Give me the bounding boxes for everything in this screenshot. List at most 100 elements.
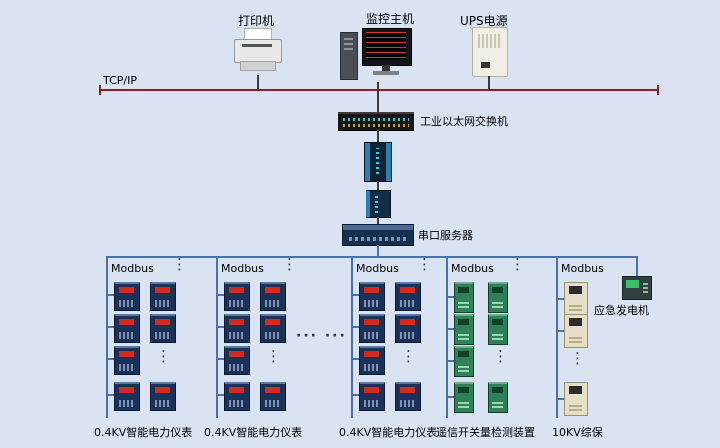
power-meter-icon	[150, 382, 176, 411]
groups-ellipsis: ··· ···	[296, 328, 347, 344]
device-stub	[558, 398, 564, 400]
tcpip-label: TCP/IP	[103, 74, 137, 87]
group-bottom-label: 10KV综保	[552, 426, 603, 439]
continuation-dots-icon: ⋮	[493, 347, 508, 365]
io-module-icon	[454, 346, 474, 377]
device-stub	[218, 358, 224, 360]
device-stub	[353, 394, 359, 396]
printer-label: 打印机	[238, 14, 275, 28]
io-module-icon	[488, 282, 508, 313]
media-converter-icon	[364, 142, 392, 182]
io-module-icon	[454, 314, 474, 345]
modbus-group-3: Modbus ⋮ ⋮ 0.4KV智能电力仪表	[339, 255, 451, 446]
connector-line	[257, 75, 259, 90]
power-meter-icon	[150, 314, 176, 343]
group-bottom-label: 0.4KV智能电力仪表	[339, 426, 438, 439]
modbus-group-2: Modbus ⋮ ⋮ 0.4KV智能电力仪表	[204, 255, 316, 446]
device-stub	[558, 298, 564, 300]
power-meter-icon	[114, 314, 140, 343]
device-stub	[108, 358, 114, 360]
modbus-group-4: Modbus ⋮ ⋮ 遥信开关量检测装置	[436, 255, 551, 446]
generator-label: 应急发电机	[594, 304, 649, 317]
device-stub	[448, 360, 454, 362]
modbus-bus-line	[351, 256, 353, 418]
device-stub	[353, 326, 359, 328]
power-meter-icon	[395, 314, 421, 343]
modbus-bus-label: Modbus	[451, 262, 494, 275]
device-stub	[353, 358, 359, 360]
io-module-icon	[454, 282, 474, 313]
continuation-dots-icon: ⋮	[156, 347, 171, 365]
modbus-bus-label: Modbus	[561, 262, 604, 275]
connector-line	[488, 76, 490, 90]
monitoring-host-icon	[338, 26, 416, 84]
device-stub	[218, 294, 224, 296]
io-module-icon	[488, 314, 508, 345]
continuation-dots-icon: ⋮	[510, 255, 525, 273]
device-stub	[448, 296, 454, 298]
device-stub	[108, 326, 114, 328]
continuation-dots-icon: ⋮	[417, 255, 432, 273]
device-stub	[218, 394, 224, 396]
modbus-group-1: Modbus ⋮ ⋮ 0.4KV智能电力仪表	[94, 255, 206, 446]
connector-line	[377, 82, 379, 90]
field-bus-line	[106, 256, 638, 258]
group-bottom-label: 0.4KV智能电力仪表	[94, 426, 193, 439]
power-meter-icon	[359, 282, 385, 311]
device-stub	[218, 326, 224, 328]
power-meter-icon	[359, 314, 385, 343]
connector-line	[377, 217, 379, 224]
modbus-bus-line	[446, 256, 448, 418]
tcpip-line-end	[99, 85, 101, 95]
ethernet-switch-icon	[338, 112, 414, 131]
power-meter-icon	[359, 346, 385, 375]
connector-line	[636, 258, 638, 276]
power-meter-icon	[114, 282, 140, 311]
continuation-dots-icon: ⋮	[172, 255, 187, 273]
printer-icon	[232, 28, 284, 74]
continuation-dots-icon: ⋮	[266, 347, 281, 365]
device-stub	[448, 396, 454, 398]
serial-server-label: 串口服务器	[418, 229, 473, 242]
emergency-generator-icon	[622, 276, 652, 300]
serial-server-icon	[342, 224, 414, 246]
switch-label: 工业以太网交换机	[420, 115, 508, 128]
connector-line	[377, 129, 379, 142]
pc-stand-neck	[382, 65, 390, 71]
host-label: 监控主机	[366, 12, 415, 26]
power-meter-icon	[224, 314, 250, 343]
protection-relay-icon	[564, 282, 588, 316]
io-module-icon	[454, 382, 474, 413]
printer-slot	[242, 44, 272, 47]
ups-icon	[472, 27, 508, 77]
device-stub	[448, 328, 454, 330]
continuation-dots-icon: ⋮	[570, 349, 585, 367]
tcpip-line	[100, 89, 658, 91]
continuation-dots-icon: ⋮	[401, 347, 416, 365]
connector-line	[377, 245, 379, 257]
power-meter-icon	[395, 382, 421, 411]
device-stub	[108, 394, 114, 396]
power-meter-icon	[150, 282, 176, 311]
converter-module-icon	[366, 190, 391, 218]
io-module-icon	[488, 382, 508, 413]
power-meter-icon	[224, 282, 250, 311]
device-stub	[353, 294, 359, 296]
protection-relay-icon	[564, 382, 588, 416]
power-meter-icon	[260, 382, 286, 411]
continuation-dots-icon: ⋮	[282, 255, 297, 273]
modbus-bus-line	[216, 256, 218, 418]
power-meter-icon	[224, 346, 250, 375]
protection-relay-icon	[564, 314, 588, 348]
modbus-bus-label: Modbus	[221, 262, 264, 275]
modbus-bus-label: Modbus	[111, 262, 154, 275]
ups-label: UPS电源	[460, 14, 508, 28]
power-meter-icon	[395, 282, 421, 311]
connector-line	[377, 181, 379, 190]
modbus-bus-line	[556, 256, 558, 418]
device-stub	[558, 330, 564, 332]
power-meter-icon	[114, 382, 140, 411]
pc-stand-base	[373, 71, 399, 75]
printer-body	[234, 39, 282, 63]
power-meter-icon	[359, 382, 385, 411]
